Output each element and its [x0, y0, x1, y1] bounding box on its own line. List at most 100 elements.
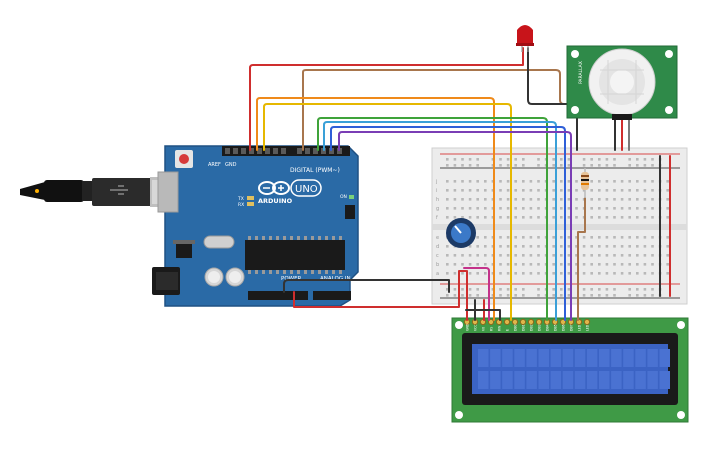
- breadboard-hole: [491, 263, 495, 266]
- wire-red-led: [249, 47, 524, 151]
- breadboard-hole: [605, 198, 609, 201]
- wire-resistor-lcd: [577, 197, 586, 321]
- row-label-j: j: [435, 179, 437, 185]
- breadboard: j i h g f e d c b a: [431, 147, 688, 305]
- breadboard-hole: [484, 198, 487, 201]
- breadboard-hole: [666, 263, 669, 266]
- wire-blue: [330, 126, 566, 321]
- breadboard-hole: [453, 216, 457, 219]
- resistor: [581, 168, 589, 198]
- breadboard-hole: [499, 263, 502, 266]
- breadboard-hole: [476, 272, 479, 275]
- breadboard-hole: [666, 272, 669, 275]
- wire-yellow: [263, 103, 512, 321]
- breadboard-hole: [468, 245, 472, 248]
- breadboard-hole: [636, 198, 639, 201]
- rail-hole: [453, 288, 457, 291]
- breadboard-hole: [666, 198, 669, 201]
- rail-hole: [453, 158, 457, 161]
- lcd-pin-label: DB2: [530, 324, 534, 331]
- breadboard-hole: [575, 216, 578, 219]
- breadboard-hole: [582, 272, 586, 275]
- breadboard-hole: [522, 254, 525, 257]
- breadboard-hole: [514, 245, 517, 248]
- wire-magenta: [463, 267, 490, 321]
- breadboard-hole: [529, 207, 533, 210]
- breadboard-hole: [484, 189, 487, 192]
- rail-hole: [506, 288, 510, 291]
- lcd-char-cell: [574, 349, 586, 367]
- breadboard-hole: [613, 180, 616, 183]
- breadboard-hole: [628, 263, 631, 266]
- breadboard-hole: [552, 198, 555, 201]
- breadboard-hole: [575, 263, 578, 266]
- rx-label: RX: [238, 202, 244, 208]
- breadboard-hole: [446, 180, 449, 183]
- breadboard-hole: [529, 198, 533, 201]
- breadboard-hole: [499, 254, 502, 257]
- lcd-char-cell: [647, 349, 658, 367]
- breadboard-hole: [446, 216, 449, 219]
- breadboard-hole: [575, 189, 578, 192]
- lcd-char-cell: [562, 349, 574, 367]
- row-label-i: i: [436, 188, 437, 194]
- lcd-char-cell: [647, 371, 658, 389]
- breadboard-hole: [613, 207, 616, 210]
- rail-hole: [560, 294, 563, 297]
- breadboard-hole: [537, 189, 540, 192]
- rail-hole: [468, 158, 472, 161]
- lcd-char-cell: [526, 349, 537, 367]
- breadboard-hole: [575, 254, 578, 257]
- breadboard-hole: [575, 245, 578, 248]
- breadboard-hole: [476, 198, 479, 201]
- breadboard-hole: [620, 198, 624, 201]
- rail-hole: [522, 164, 525, 167]
- breadboard-hole: [552, 236, 555, 239]
- breadboard-hole: [522, 189, 525, 192]
- rail-hole: [560, 164, 563, 167]
- breadboard-hole: [598, 236, 601, 239]
- breadboard-hole: [620, 189, 624, 192]
- lcd-char-cell: [478, 349, 489, 367]
- breadboard-hole: [666, 180, 669, 183]
- breadboard-hole: [461, 189, 464, 192]
- breadboard-hole: [643, 189, 647, 192]
- breadboard-hole: [598, 180, 601, 183]
- breadboard-hole: [514, 189, 517, 192]
- lcd-char-cell: [586, 371, 598, 389]
- breadboard-hole: [552, 216, 555, 219]
- breadboard-hole: [560, 263, 563, 266]
- lcd-pin-label: E: [506, 329, 510, 331]
- breadboard-hole: [575, 198, 578, 201]
- breadboard-hole: [636, 180, 639, 183]
- breadboard-hole: [575, 272, 578, 275]
- breadboard-hole: [567, 263, 571, 266]
- breadboard-hole: [514, 254, 517, 257]
- breadboard-hole: [552, 207, 555, 210]
- lcd-char-cell: [635, 371, 646, 389]
- lcd-pin-label: RS: [490, 327, 494, 331]
- breadboard-hole: [605, 189, 609, 192]
- lcd-char-cell: [502, 371, 513, 389]
- breadboard-hole: [446, 189, 449, 192]
- breadboard-hole: [552, 254, 555, 257]
- lcd-char-cell: [659, 349, 670, 367]
- breadboard-hole: [499, 207, 502, 210]
- breadboard-hole: [582, 189, 586, 192]
- lcd-char-cell: [586, 349, 598, 367]
- breadboard-hole: [552, 180, 555, 183]
- rail-hole: [598, 164, 601, 167]
- breadboard-hole: [651, 272, 654, 275]
- red-led: [516, 25, 534, 52]
- rail-hole: [628, 164, 631, 167]
- breadboard-hole: [666, 189, 669, 192]
- rail-hole: [613, 294, 616, 297]
- breadboard-hole: [461, 198, 464, 201]
- breadboard-hole: [506, 189, 510, 192]
- lcd-char-cell: [490, 349, 501, 367]
- breadboard-hole: [636, 216, 639, 219]
- rail-hole: [605, 288, 609, 291]
- breadboard-hole: [522, 272, 525, 275]
- breadboard-hole: [499, 189, 502, 192]
- breadboard-hole: [468, 216, 472, 219]
